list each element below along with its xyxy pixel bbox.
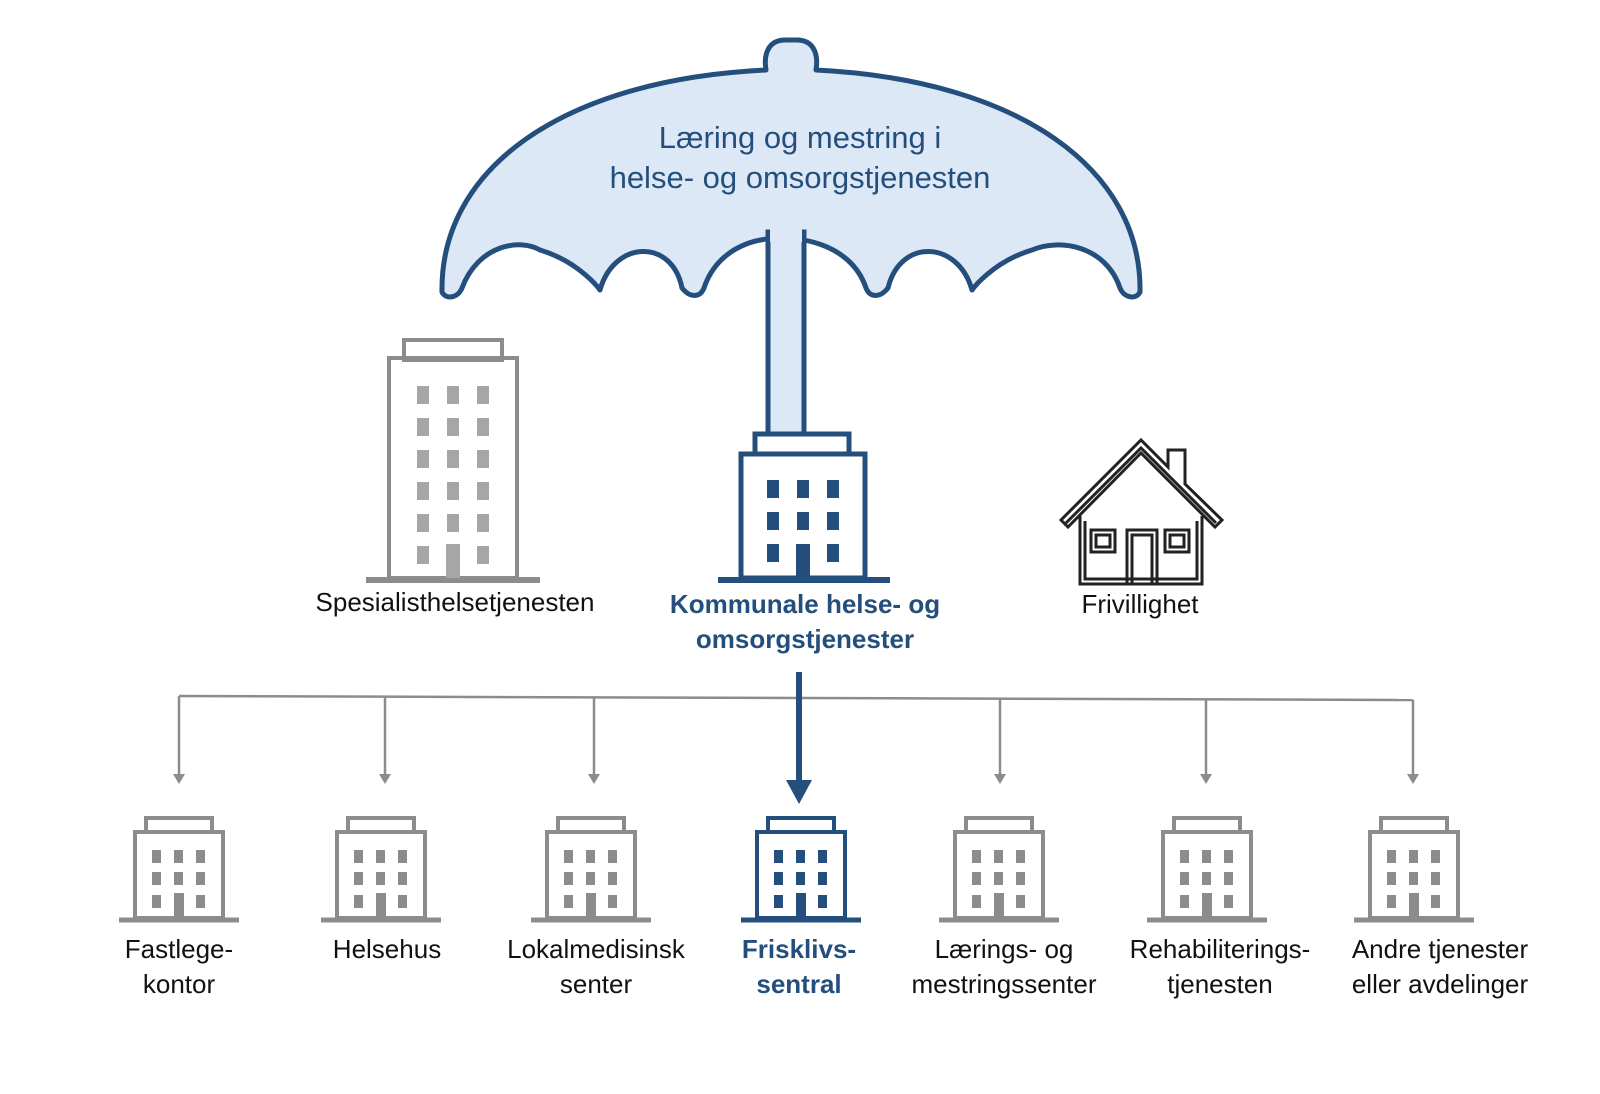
service-label-line1: Rehabiliterings- — [1129, 934, 1311, 964]
service-building-icon — [531, 816, 651, 923]
service-label-line1: Fastlege- — [124, 934, 234, 964]
service-label-line1: Lokalmedisinsk — [507, 934, 685, 964]
municipal-label: Kommunale helse- og omsorgstjenester — [635, 587, 975, 657]
service-buildings — [119, 816, 1474, 923]
service-label-rehabiliterings: Rehabiliterings-tjenesten — [1110, 932, 1330, 1002]
service-label-helsehus: Helsehus — [277, 932, 497, 967]
service-label-line1: Frisklivs- — [741, 934, 857, 964]
specialist-label: Spesialisthelsetjenesten — [290, 585, 620, 620]
service-label-l-rings-og: Lærings- og mestringssenter — [894, 932, 1114, 1002]
service-building-icon — [939, 816, 1059, 923]
volunteer-label: Frivillighet — [1040, 587, 1240, 622]
service-label-line2: tjenesten — [1167, 969, 1273, 999]
service-label-line2: senter — [559, 969, 633, 999]
house-icon — [1058, 437, 1225, 586]
service-label-line1: Lærings- og — [934, 934, 1074, 964]
service-building-icon — [1147, 816, 1267, 923]
service-label-line1: Helsehus — [332, 934, 442, 964]
tall-building-icon — [366, 338, 540, 583]
umbrella-shaft — [765, 229, 807, 441]
highlight-arrow — [786, 672, 812, 804]
service-label-line2: sentral — [756, 969, 842, 999]
service-label-line2: mestringssenter — [911, 969, 1097, 999]
municipal-building-icon — [718, 431, 890, 583]
specialist-label-text: Spesialisthelsetjenesten — [315, 587, 595, 617]
municipal-label-line1: Kommunale helse- og — [669, 589, 941, 619]
service-label-lokalmedisinsk: Lokalmedisinsk senter — [486, 932, 706, 1002]
umbrella-title-line1: Læring og mestring i — [658, 120, 942, 155]
umbrella-title-line2: helse- og omsorgstjenesten — [609, 160, 991, 195]
service-label-frisklivs: Frisklivs-sentral — [689, 932, 909, 1002]
service-building-icon — [119, 816, 239, 923]
umbrella-icon — [439, 37, 1143, 441]
service-label-fastlege: Fastlege-kontor — [69, 932, 289, 1002]
service-label-line2: kontor — [142, 969, 216, 999]
municipal-label-line2: omsorgstjenester — [695, 624, 915, 654]
umbrella-title: Læring og mestring i helse- og omsorgstj… — [540, 118, 1060, 198]
service-label-andre-tjenester: Andre tjenester eller avdelinger — [1330, 932, 1550, 1002]
service-label-line2: eller avdelinger — [1351, 969, 1529, 999]
volunteer-label-text: Frivillighet — [1081, 589, 1199, 619]
service-building-icon — [321, 816, 441, 923]
service-building-icon — [1354, 816, 1474, 923]
service-building-icon — [741, 816, 861, 923]
service-label-line1: Andre tjenester — [1351, 934, 1529, 964]
